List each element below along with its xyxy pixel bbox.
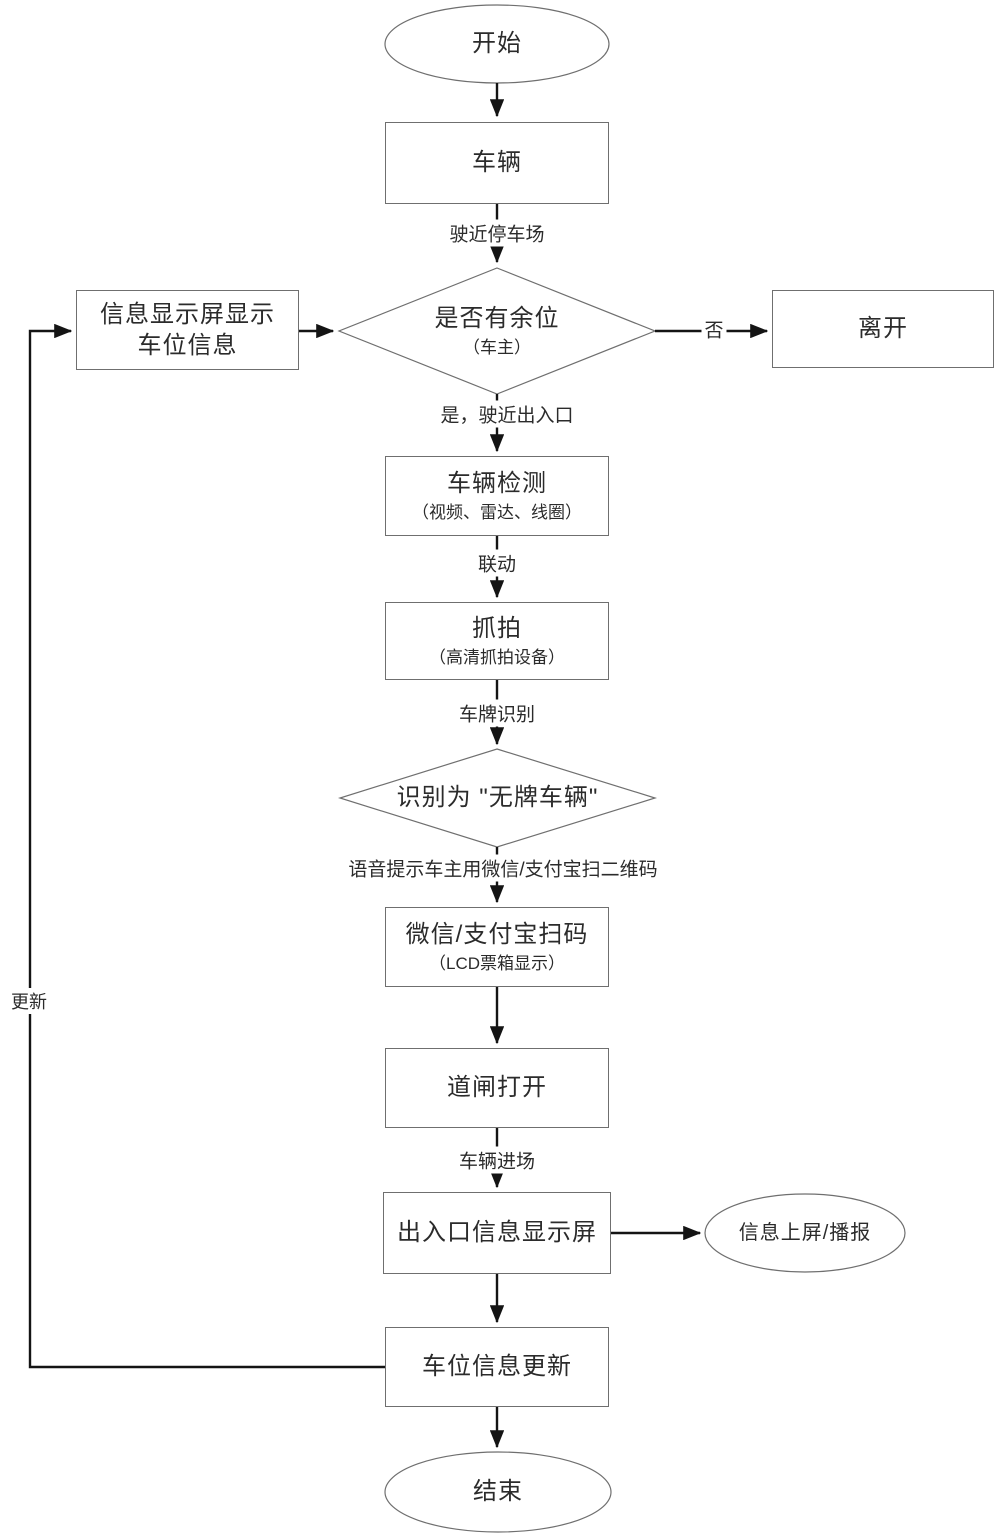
node-capture-sub: （高清抓拍设备） <box>429 647 565 667</box>
node-broadcast-label: 信息上屏/播报 <box>738 1222 872 1244</box>
node-scan-code-label: 微信/支付宝扫码 <box>405 921 589 949</box>
node-space-decision-sub: （车主） <box>463 337 531 357</box>
node-space-decision: 是否有余位 （车主） <box>339 268 655 394</box>
node-leave-label: 离开 <box>858 315 908 343</box>
edge-label-yes-approach-gate: 是，驶近出入口 <box>437 400 577 428</box>
node-vehicle-detection-sub: （视频、雷达、线圈） <box>412 502 582 522</box>
node-end: 结束 <box>385 1452 611 1532</box>
node-info-display-line2: 车位信息 <box>137 332 238 359</box>
node-barrier-open: 道闸打开 <box>385 1048 609 1128</box>
node-vehicle-detection: 车辆检测 （视频、雷达、线圈） <box>385 456 609 536</box>
node-broadcast: 信息上屏/播报 <box>705 1194 905 1272</box>
node-entrance-display: 出入口信息显示屏 <box>383 1192 611 1274</box>
node-space-update: 车位信息更新 <box>385 1327 609 1407</box>
node-space-decision-label: 是否有余位 <box>434 305 560 333</box>
end-ellipse <box>384 1451 612 1533</box>
edge-label-no: 否 <box>701 315 727 343</box>
node-start-label: 开始 <box>472 30 522 58</box>
node-capture: 抓拍 （高清抓拍设备） <box>385 602 609 680</box>
node-vehicle: 车辆 <box>385 122 609 204</box>
node-info-display-line1: 信息显示屏显示 <box>100 300 275 328</box>
edge-update-feedback-to-info-display <box>28 323 385 1369</box>
edge-label-plate-recognition: 车牌识别 <box>455 699 539 727</box>
node-space-update-label: 车位信息更新 <box>422 1353 572 1381</box>
node-plate-decision: 识别为 "无牌车辆" <box>340 749 655 847</box>
node-scan-code: 微信/支付宝扫码 （LCD票箱显示） <box>385 907 609 987</box>
node-vehicle-detection-label: 车辆检测 <box>447 470 547 498</box>
node-barrier-open-label: 道闸打开 <box>447 1074 547 1102</box>
node-info-display: 信息显示屏显示 车位信息 <box>76 290 299 370</box>
edge-label-approach-lot: 驶近停车场 <box>446 219 548 247</box>
node-end-label: 结束 <box>473 1478 523 1506</box>
node-scan-code-sub: （LCD票箱显示） <box>428 953 565 973</box>
node-capture-label: 抓拍 <box>472 615 522 643</box>
edge-label-vehicle-enter: 车辆进场 <box>455 1146 539 1174</box>
edge-label-update: 更新 <box>8 988 50 1014</box>
node-vehicle-label: 车辆 <box>472 149 522 177</box>
edge-label-linkage: 联动 <box>474 549 520 577</box>
node-plate-decision-label: 识别为 "无牌车辆" <box>396 784 599 812</box>
node-start: 开始 <box>385 5 609 83</box>
broadcast-ellipse <box>704 1193 906 1273</box>
node-entrance-display-label: 出入口信息显示屏 <box>397 1219 597 1247</box>
node-leave: 离开 <box>772 290 994 368</box>
edge-label-voice-prompt: 语音提示车主用微信/支付宝扫二维码 <box>345 854 661 882</box>
